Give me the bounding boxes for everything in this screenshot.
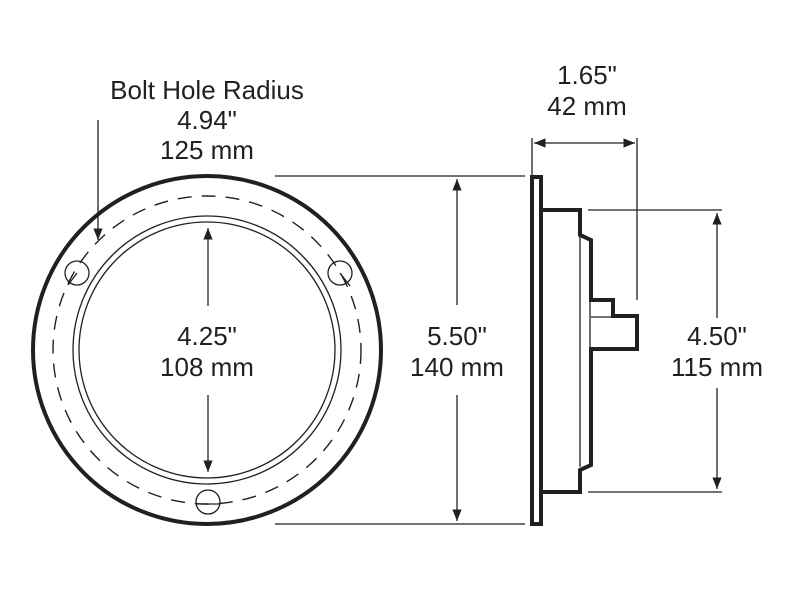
bolt-hole-right [327,260,353,287]
bolt-hole-inches: 4.94" [177,105,237,135]
lens-inner-ring [78,221,336,479]
body-diameter-inches: 4.50" [687,321,747,351]
overall-diameter-dimension [275,175,525,525]
body-diameter-dimension [588,209,722,493]
lens-diameter-mm: 108 mm [160,352,254,382]
bolt-hole-label: Bolt Hole Radius [110,75,304,105]
bolt-hole-bottom [195,489,221,515]
side-body-outline [541,208,639,494]
side-flange [530,175,543,526]
lens-diameter-inches: 4.25" [177,321,237,351]
depth-dimension [531,138,638,300]
depth-mm: 42 mm [547,91,626,121]
front-view [31,120,383,526]
overall-diameter-inches: 5.50" [427,321,487,351]
overall-diameter-mm: 140 mm [410,352,504,382]
bolt-hole-left [64,260,90,286]
outer-flange-circle [31,174,383,526]
lens-outer-ring [72,215,342,485]
depth-inches: 1.65" [557,60,617,90]
bolt-hole-mm: 125 mm [160,135,254,165]
body-diameter-mm: 115 mm [671,352,763,382]
side-view [530,175,639,526]
